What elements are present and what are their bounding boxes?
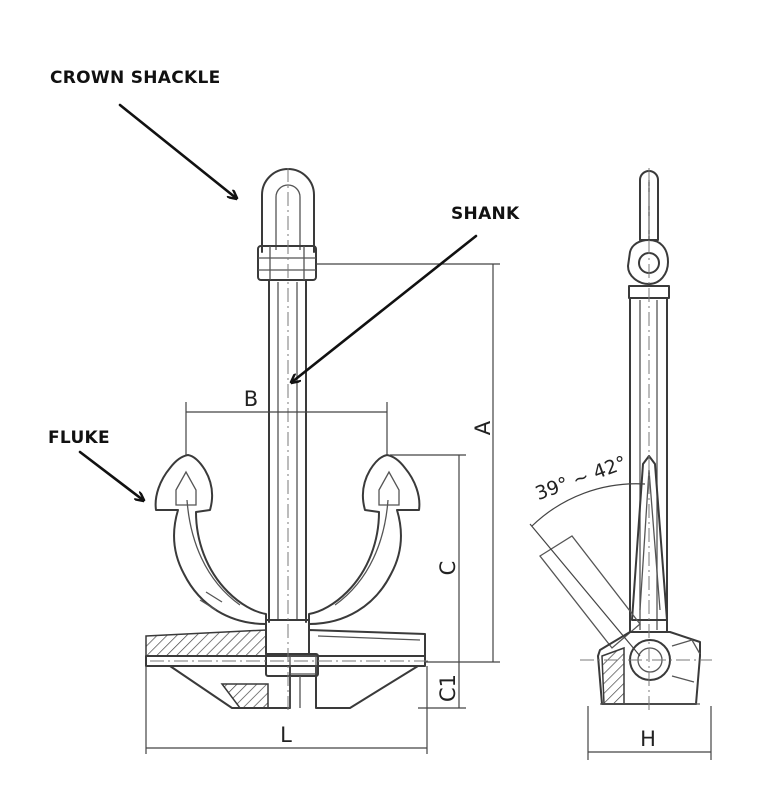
side-view bbox=[529, 168, 712, 714]
arrow-crown-shackle bbox=[118, 103, 236, 198]
dimension-c1: C1 bbox=[436, 674, 460, 702]
arrow-shank bbox=[292, 234, 478, 382]
crown-body bbox=[145, 629, 426, 709]
front-view bbox=[145, 168, 430, 714]
dimension-b: B bbox=[244, 387, 258, 411]
label-shank: SHANK bbox=[451, 204, 520, 224]
arrow-fluke bbox=[78, 450, 143, 500]
dimension-lines bbox=[145, 263, 712, 760]
dimension-c: C bbox=[436, 561, 460, 576]
angle-label: 39° ~ 42° bbox=[532, 452, 629, 505]
label-fluke: FLUKE bbox=[48, 428, 110, 448]
fluke-right bbox=[308, 454, 421, 625]
label-crown-shackle: CROWN SHACKLE bbox=[50, 68, 221, 88]
dimension-h: H bbox=[640, 727, 656, 751]
dimension-l: L bbox=[280, 723, 292, 747]
fluke-left bbox=[154, 454, 267, 625]
crown-shackle bbox=[257, 168, 317, 281]
dimension-a: A bbox=[471, 420, 495, 435]
callout-arrows bbox=[78, 103, 478, 500]
